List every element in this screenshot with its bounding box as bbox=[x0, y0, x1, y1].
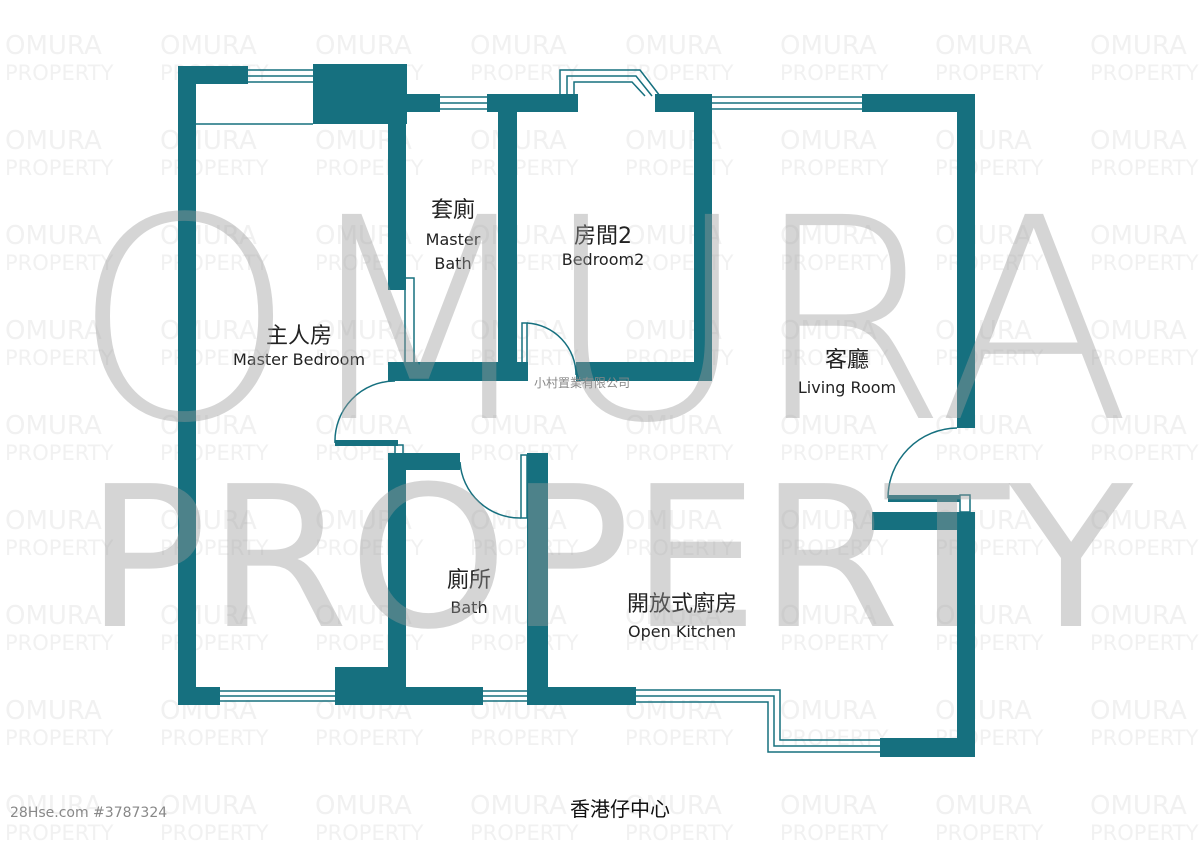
room-name-en: Bath bbox=[450, 598, 488, 617]
room-master-bedroom: 主人房 Master Bedroom bbox=[233, 324, 365, 370]
source-label: 28Hse.com #3787324 bbox=[10, 805, 168, 821]
room-name-en: Living Room bbox=[797, 378, 897, 397]
room-name-zh: 廁所 bbox=[446, 568, 492, 593]
room-name-zh: 開放式廚房 bbox=[626, 592, 738, 617]
room-name-en: Open Kitchen bbox=[628, 622, 736, 641]
room-living-room: 客廳 Living Room bbox=[798, 348, 896, 398]
windows bbox=[196, 69, 971, 753]
room-name-zh: 客廳 bbox=[824, 348, 869, 373]
room-name-en: Master Bath bbox=[425, 230, 481, 273]
company-name: 小村置業有限公司 bbox=[534, 376, 631, 390]
room-name-en: Master Bedroom bbox=[232, 350, 366, 369]
room-open-kitchen: 開放式廚房 Open Kitchen bbox=[627, 592, 737, 642]
room-bedroom2: 房間2 Bedroom2 bbox=[562, 224, 645, 270]
room-master-bath: 套廁 Master Bath bbox=[413, 198, 493, 276]
building-name: 香港仔中心 bbox=[570, 797, 670, 821]
room-bath: 廁所 Bath bbox=[447, 568, 491, 618]
wall-segments bbox=[178, 64, 975, 757]
room-name-zh: 主人房 bbox=[265, 324, 332, 349]
room-name-en: Bedroom2 bbox=[561, 250, 645, 269]
room-name-zh: 房間2 bbox=[573, 224, 632, 249]
room-name-zh: 套廁 bbox=[430, 198, 475, 223]
